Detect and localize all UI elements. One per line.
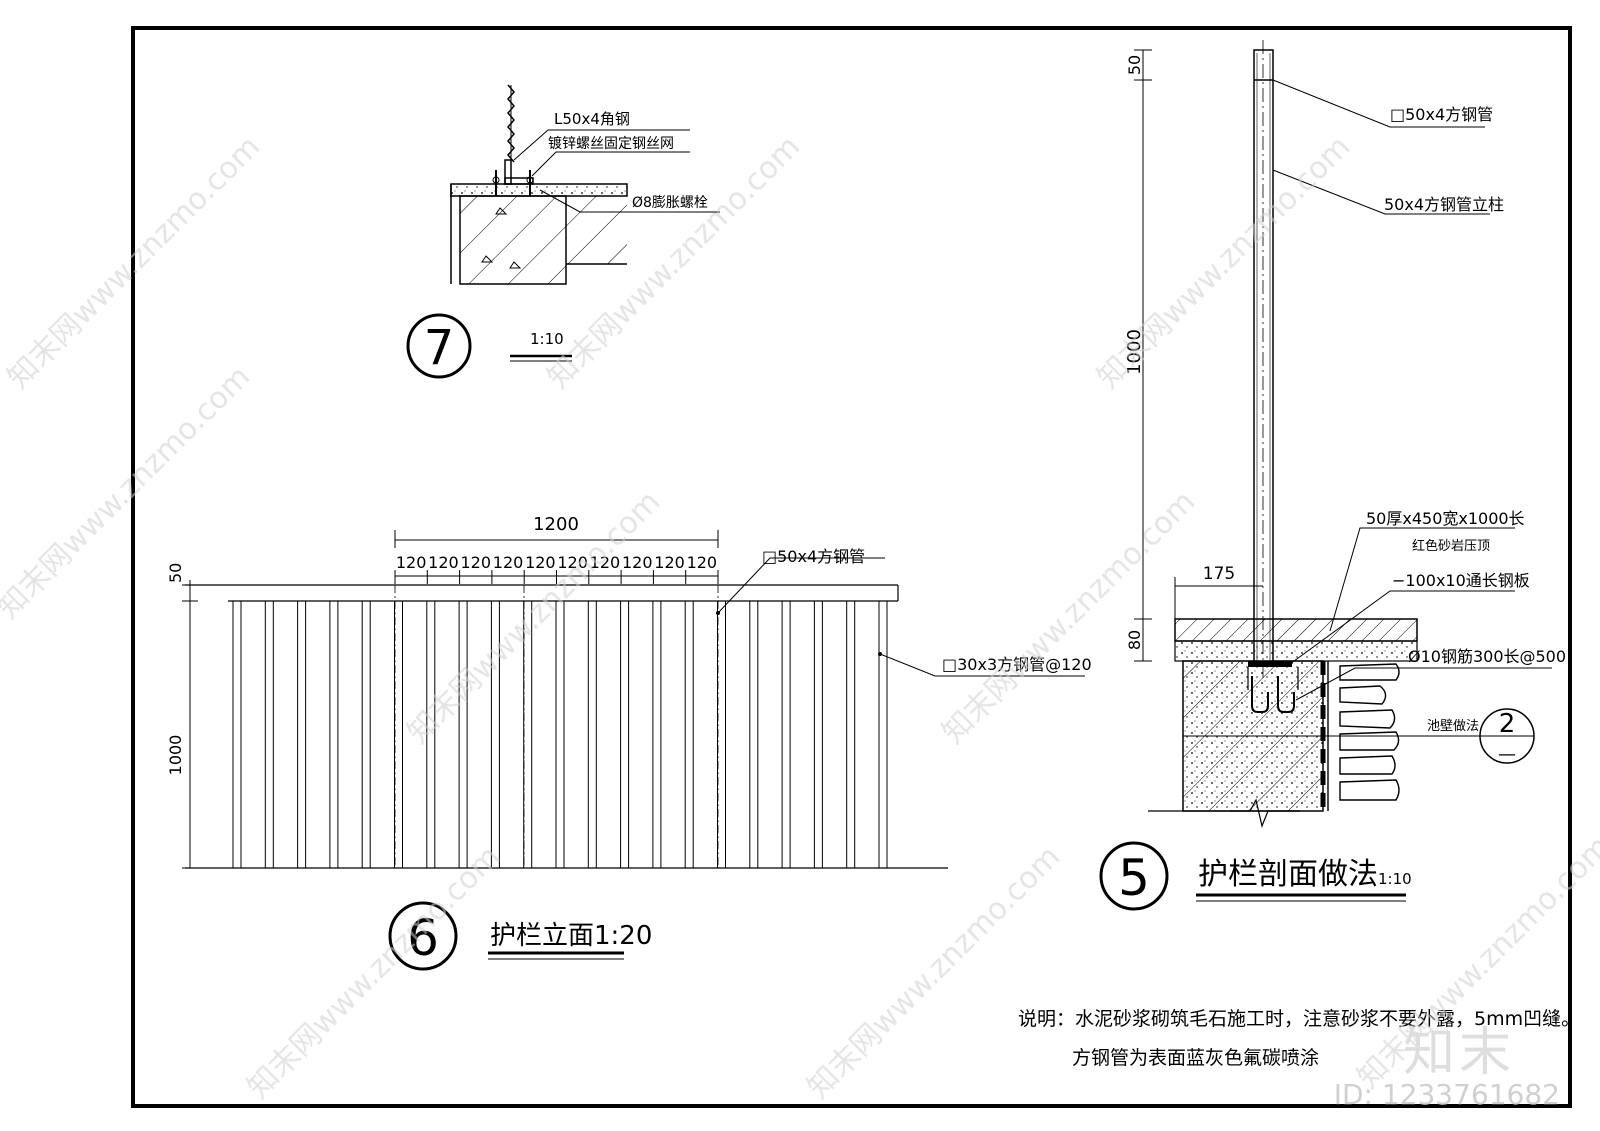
dim-coping-80: 80 xyxy=(1125,630,1144,650)
dim-overall-1200: 1200 xyxy=(533,514,579,535)
label-galvanized-screws: 镀锌螺丝固定钢丝网 xyxy=(548,135,674,152)
label-top-tube: □50x4方钢管 xyxy=(762,547,865,566)
wall-ref-number: 2 xyxy=(1499,709,1516,739)
label-pickets: □30x3方钢管@120 xyxy=(942,655,1092,674)
detail-5: 50 1000 80 175 □50x4方钢管 50x4方钢管立柱 50厚x45… xyxy=(1099,40,1566,911)
coping-stone xyxy=(1174,618,1418,642)
dim-post-1000: 1000 xyxy=(1124,329,1145,375)
watermark-8: 知末网www.znzmo.com xyxy=(801,839,1067,1105)
dim-spacing-3: 120 xyxy=(493,553,524,572)
detail-6-number: 6 xyxy=(407,909,439,967)
watermarks: 知末网www.znzmo.com 知末网www.znzmo.com 知末网www… xyxy=(0,129,1600,1105)
wall-ref-sheet: — xyxy=(1498,744,1516,765)
label-angle-steel: L50x4角钢 xyxy=(554,110,630,128)
detail-5-badge xyxy=(1099,841,1169,911)
label-coping: 50厚x450宽x1000长 xyxy=(1366,509,1525,528)
dim-spacing-1: 120 xyxy=(428,553,459,572)
label-post: 50x4方钢管立柱 xyxy=(1384,195,1504,214)
dim-spacing-6: 120 xyxy=(590,553,621,572)
dim-spacing-4: 120 xyxy=(525,553,556,572)
detail-5-scale: 1:10 xyxy=(1378,870,1412,888)
watermark-logo: 知末 xyxy=(1402,1023,1515,1083)
dim-top-rail-50: 50 xyxy=(166,563,185,583)
mortar-bed xyxy=(1174,640,1418,662)
dim-spacing-7: 120 xyxy=(622,553,653,572)
dim-offset-175: 175 xyxy=(1203,564,1235,584)
watermark-id: ID: 1233761682 xyxy=(1333,1078,1560,1111)
dim-spacing-8: 120 xyxy=(654,553,685,572)
tube-cap xyxy=(1253,49,1274,81)
note-line-1: 说明：水泥砂浆砌筑毛石施工时，注意砂浆不要外露，5mm凹缝。 xyxy=(1018,1008,1580,1030)
dim-height-1000: 1000 xyxy=(166,735,185,776)
watermark-3: 知末网www.znzmo.com xyxy=(1091,129,1357,395)
label-rebar: Ø10钢筋300长@500 xyxy=(1408,647,1566,666)
dim-spacing-0: 120 xyxy=(396,553,427,572)
dim-cap-50: 50 xyxy=(1125,55,1144,75)
detail-6-badge xyxy=(388,901,458,971)
watermark-4: 知末网www.znzmo.com xyxy=(0,359,257,625)
wall-section xyxy=(459,195,567,285)
notes: 说明：水泥砂浆砌筑毛石施工时，注意砂浆不要外露，5mm凹缝。 方钢管为表面蓝灰色… xyxy=(1018,1008,1580,1069)
sheet-border xyxy=(131,26,1572,1108)
detail-7-scale: 1:10 xyxy=(530,330,564,348)
detail-5-title: 护栏剖面做法 xyxy=(1198,857,1378,892)
label-expansion-bolt: Ø8膨胀螺栓 xyxy=(632,194,708,211)
label-wall: 池壁做法 xyxy=(1427,719,1479,734)
angle-steel xyxy=(504,159,512,185)
rebar-u xyxy=(1251,676,1269,713)
dim-spacing-9: 120 xyxy=(687,553,718,572)
detail-7-number: 7 xyxy=(424,320,455,376)
pickets xyxy=(232,601,888,868)
detail-7-badge xyxy=(406,313,472,379)
dim-spacing-2: 120 xyxy=(460,553,491,572)
label-coping-material: 红色砂岩压顶 xyxy=(1412,538,1490,554)
note-line-2: 方钢管为表面蓝灰色氟碳喷涂 xyxy=(1072,1047,1319,1069)
cap-plate xyxy=(450,183,628,197)
detail-6-title: 护栏立面1:20 xyxy=(490,921,652,951)
dim-spacing-5: 120 xyxy=(557,553,588,572)
label-tube: □50x4方钢管 xyxy=(1390,105,1493,124)
label-steel-plate: −100x10通长钢板 xyxy=(1392,571,1530,590)
watermark-6: 知末网www.znzmo.com xyxy=(936,484,1202,750)
watermark-7: 知末网www.znzmo.com xyxy=(241,839,507,1105)
detail-5-number: 5 xyxy=(1118,849,1150,907)
detail-7: L50x4角钢 镀锌螺丝固定钢丝网 Ø8膨胀螺栓 7 1:10 xyxy=(406,84,720,379)
